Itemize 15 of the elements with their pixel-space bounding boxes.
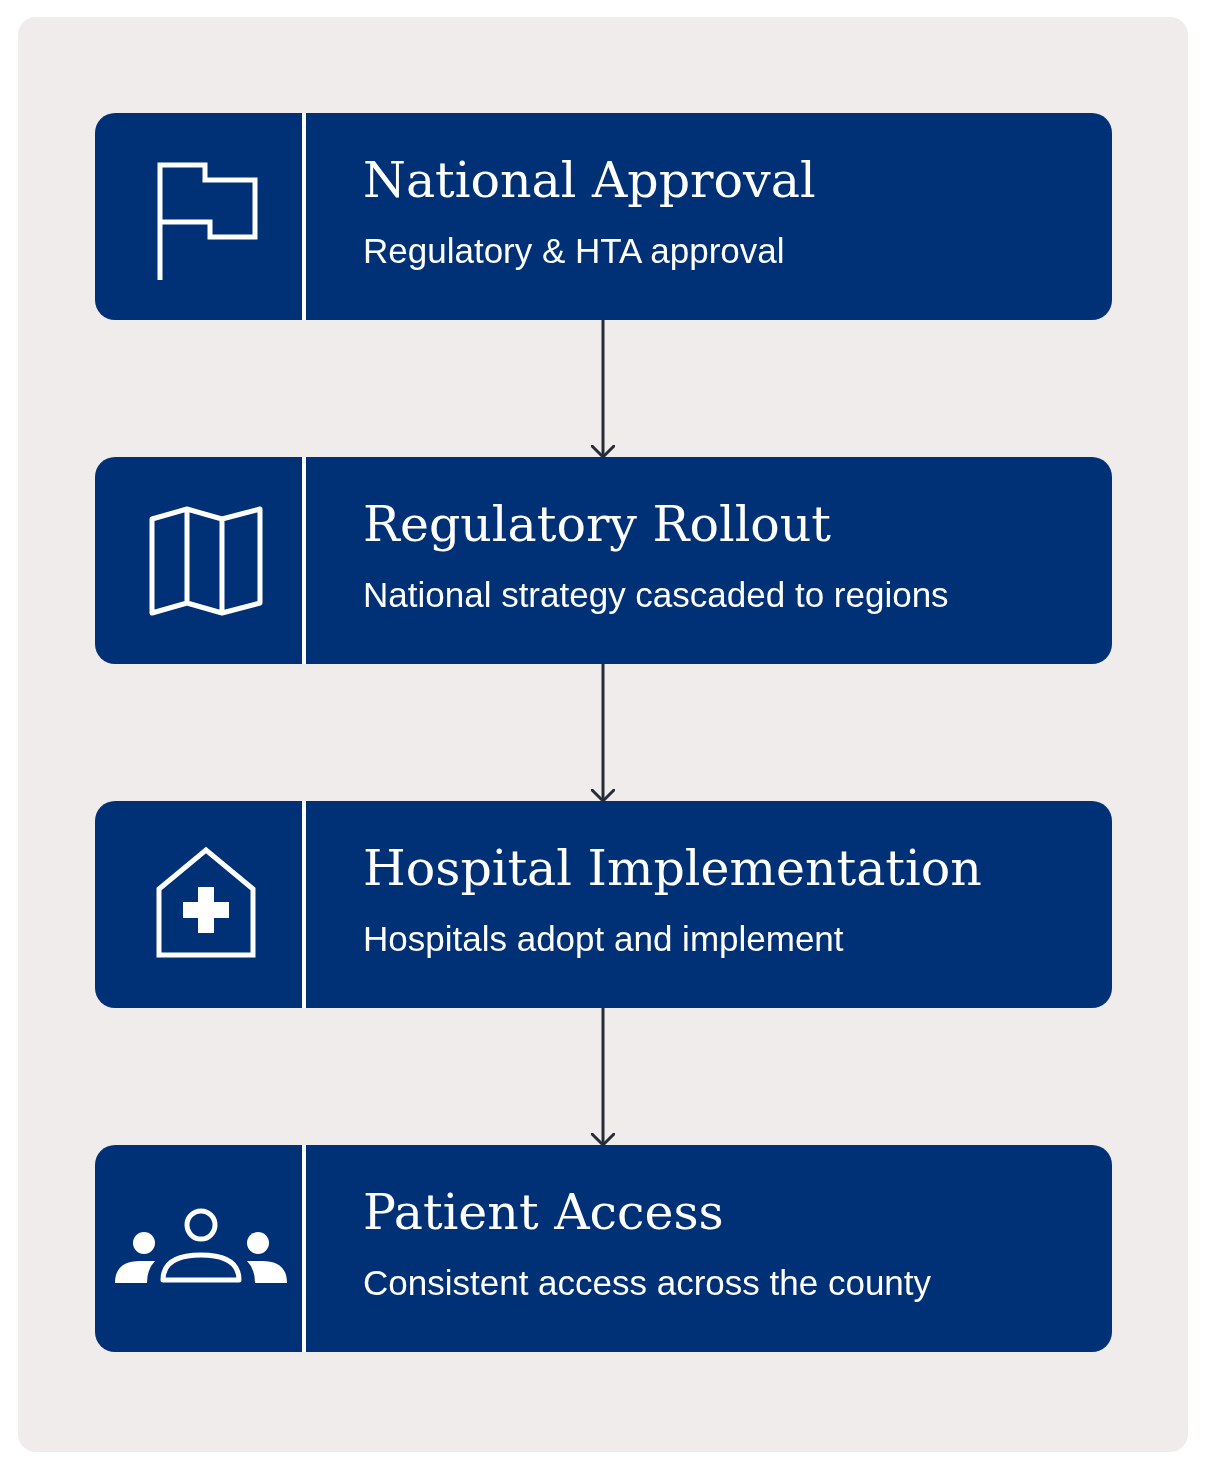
step-description: Hospitals adopt and implement <box>363 918 844 960</box>
process-box <box>95 801 1112 1008</box>
process-box <box>95 113 1112 320</box>
step-title: Patient Access <box>363 1183 724 1243</box>
arrow <box>589 664 617 803</box>
step-title: Hospital Implementation <box>363 839 982 899</box>
arrow <box>589 320 617 459</box>
step-description: Consistent access across the county <box>363 1262 932 1304</box>
process-box <box>95 1145 1112 1352</box>
process-box <box>95 457 1112 664</box>
step-description: Regulatory & HTA approval <box>363 230 785 272</box>
step-description: National strategy cascaded to regions <box>363 574 949 616</box>
arrow <box>589 1008 617 1147</box>
step-title: National Approval <box>363 151 816 211</box>
step-title: Regulatory Rollout <box>363 495 832 555</box>
